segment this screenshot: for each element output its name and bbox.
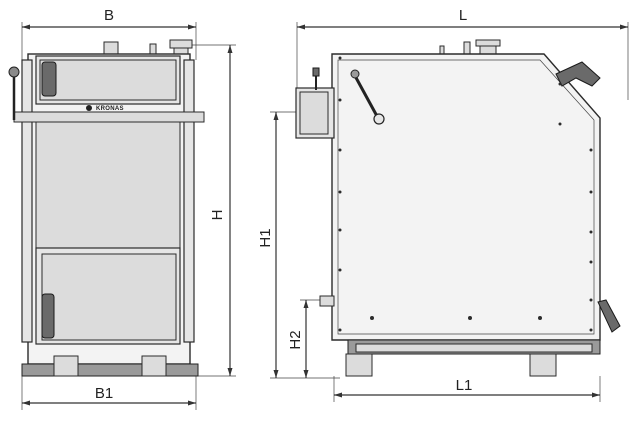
dimension-h-label: H: [209, 210, 226, 221]
front-mid-panel: [35, 121, 181, 249]
dimension-l-label: L: [459, 7, 467, 24]
brand-logo-icon: [86, 105, 92, 111]
front-foot-left: [53, 355, 79, 377]
side-top-fittings: [439, 39, 501, 55]
dimension-b1-label: B1: [95, 385, 113, 402]
front-right-rail: [183, 59, 195, 343]
side-foot-right: [529, 353, 557, 377]
front-left-rail: [21, 59, 33, 343]
side-lower-handle: [597, 299, 621, 333]
dimension-h1-label: H1: [257, 228, 274, 247]
brand-plate-text: KRONAS: [96, 106, 124, 112]
front-view: B H B1: [8, 7, 236, 410]
dimension-l1-label: L1: [456, 377, 473, 394]
front-foot-right: [141, 355, 167, 377]
dimension-b: B: [21, 7, 197, 60]
front-brand-band: [13, 111, 205, 123]
dimension-h2-label: H2: [287, 330, 304, 349]
front-base-plate: [21, 363, 199, 377]
dimension-h2: H2: [287, 299, 330, 378]
dimension-l: L: [296, 7, 629, 100]
dimension-h1: H1: [257, 111, 340, 379]
dimension-b1: B1: [21, 376, 197, 410]
side-view: L H1 H2 L1: [257, 7, 629, 402]
lower-door-handle: [41, 293, 55, 339]
side-casing: [331, 53, 601, 341]
dimension-b-label: B: [104, 7, 114, 24]
side-foot-left: [345, 353, 373, 377]
front-left-lever: [8, 66, 20, 120]
upper-door-handle: [41, 61, 57, 97]
side-lever: [350, 69, 385, 125]
inlet-pipe: [319, 295, 335, 307]
side-rivets: [338, 56, 593, 332]
side-upper-handle: [555, 61, 601, 87]
dimension-l1: L1: [333, 376, 601, 402]
